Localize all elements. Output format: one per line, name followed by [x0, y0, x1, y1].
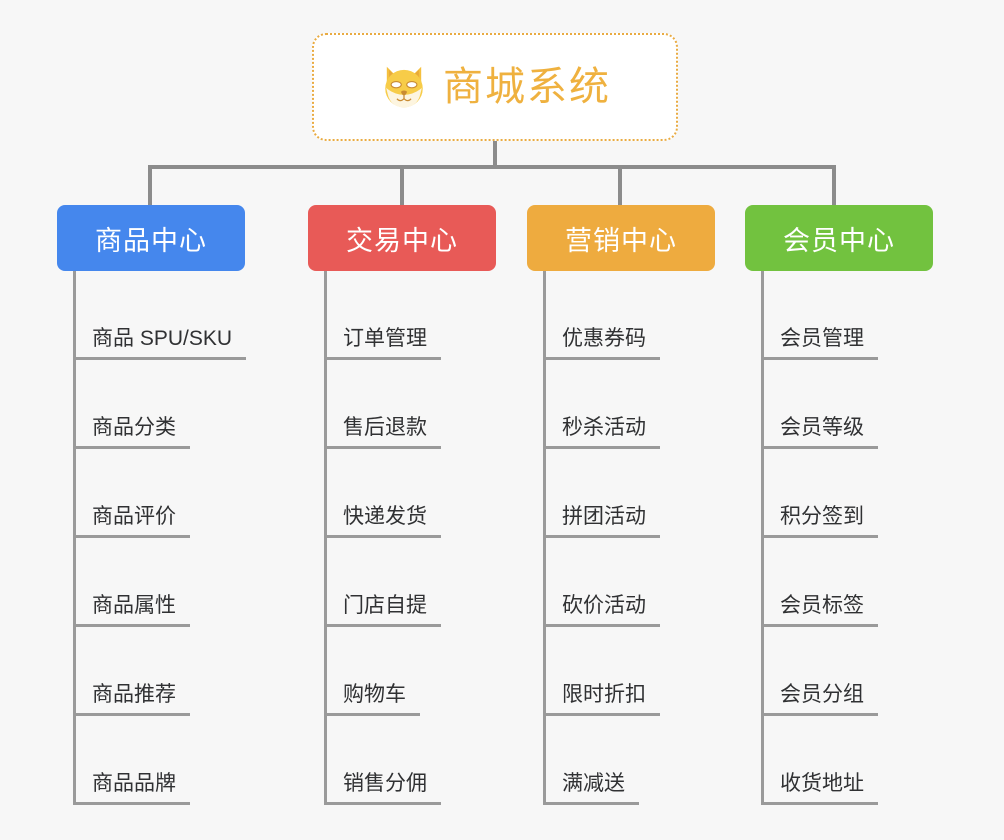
- leaf-item[interactable]: 商品品牌: [76, 716, 245, 805]
- leaf-label: 商品推荐: [76, 683, 190, 716]
- leaf-item[interactable]: 门店自提: [327, 538, 496, 627]
- connector-root-stem: [493, 141, 497, 168]
- leaf-label: 限时折扣: [546, 683, 660, 716]
- root-node[interactable]: 商城系统: [312, 33, 678, 141]
- leaf-label: 订单管理: [327, 327, 441, 360]
- branch-column-2: 交易中心 订单管理 售后退款 快递发货 门店自提 购物车 销售分佣: [308, 205, 496, 805]
- leaf-item[interactable]: 商品 SPU/SKU: [76, 271, 247, 360]
- leaf-item[interactable]: 收货地址: [764, 716, 933, 805]
- leaf-label: 售后退款: [327, 416, 441, 449]
- leaf-label: 会员等级: [764, 416, 878, 449]
- leaf-label: 秒杀活动: [546, 416, 660, 449]
- branch-column-4: 会员中心 会员管理 会员等级 积分签到 会员标签 会员分组 收货地址: [745, 205, 933, 805]
- leaf-item[interactable]: 商品分类: [76, 360, 245, 449]
- branch-header-label-2: 交易中心: [346, 225, 458, 256]
- leaf-label: 拼团活动: [546, 505, 660, 538]
- leaf-item[interactable]: 销售分佣: [327, 716, 496, 805]
- shiba-inu-dog-face-icon: [385, 66, 423, 109]
- connector-drop-3: [618, 165, 622, 205]
- leaf-list-1: 商品 SPU/SKU 商品分类 商品评价 商品属性 商品推荐 商品品牌: [73, 271, 247, 805]
- leaf-item[interactable]: 售后退款: [327, 360, 496, 449]
- leaf-label: 会员管理: [764, 327, 878, 360]
- leaf-label: 会员标签: [764, 594, 878, 627]
- leaf-label: 商品分类: [76, 416, 190, 449]
- leaf-label: 商品 SPU/SKU: [76, 327, 247, 360]
- leaf-item[interactable]: 会员管理: [764, 271, 933, 360]
- leaf-item[interactable]: 快递发货: [327, 449, 496, 538]
- leaf-list-3: 优惠券码 秒杀活动 拼团活动 砍价活动 限时折扣 满减送: [543, 271, 715, 805]
- leaf-item[interactable]: 会员分组: [764, 627, 933, 716]
- leaf-list-2: 订单管理 售后退款 快递发货 门店自提 购物车 销售分佣: [324, 271, 496, 805]
- leaf-label: 门店自提: [327, 594, 441, 627]
- connector-drop-4: [832, 165, 836, 205]
- branch-header-label-1: 商品中心: [95, 225, 207, 256]
- leaf-label: 商品属性: [76, 594, 190, 627]
- branch-header-2[interactable]: 交易中心: [308, 205, 496, 271]
- branch-header-3[interactable]: 营销中心: [527, 205, 715, 271]
- leaf-item[interactable]: 商品属性: [76, 538, 245, 627]
- leaf-label: 销售分佣: [327, 772, 441, 805]
- branch-header-1[interactable]: 商品中心: [57, 205, 245, 271]
- leaf-label: 积分签到: [764, 505, 878, 538]
- branch-header-label-4: 会员中心: [783, 225, 895, 256]
- root-title: 商城系统: [443, 65, 611, 109]
- connector-drop-2: [400, 165, 404, 205]
- leaf-item[interactable]: 砍价活动: [546, 538, 715, 627]
- leaf-item[interactable]: 会员标签: [764, 538, 933, 627]
- branch-column-1: 商品中心 商品 SPU/SKU 商品分类 商品评价 商品属性 商品推荐 商品品牌: [57, 205, 247, 805]
- connector-drop-1: [148, 165, 152, 205]
- branch-column-3: 营销中心 优惠券码 秒杀活动 拼团活动 砍价活动 限时折扣 满减送: [527, 205, 715, 805]
- leaf-item[interactable]: 会员等级: [764, 360, 933, 449]
- leaf-label: 商品评价: [76, 505, 190, 538]
- leaf-item[interactable]: 限时折扣: [546, 627, 715, 716]
- leaf-label: 快递发货: [327, 505, 441, 538]
- leaf-label: 购物车: [327, 683, 420, 716]
- leaf-label: 会员分组: [764, 683, 878, 716]
- leaf-label: 优惠券码: [546, 327, 660, 360]
- branch-header-label-3: 营销中心: [565, 225, 677, 256]
- leaf-item[interactable]: 满减送: [546, 716, 715, 805]
- leaf-item[interactable]: 拼团活动: [546, 449, 715, 538]
- leaf-label: 满减送: [546, 772, 639, 805]
- leaf-label: 收货地址: [764, 772, 878, 805]
- leaf-item[interactable]: 购物车: [327, 627, 496, 716]
- connector-horizontal-bus: [148, 165, 836, 169]
- leaf-item[interactable]: 商品评价: [76, 449, 245, 538]
- leaf-item[interactable]: 积分签到: [764, 449, 933, 538]
- leaf-item[interactable]: 商品推荐: [76, 627, 245, 716]
- leaf-item[interactable]: 秒杀活动: [546, 360, 715, 449]
- leaf-item[interactable]: 订单管理: [327, 271, 496, 360]
- leaf-label: 砍价活动: [546, 594, 660, 627]
- leaf-item[interactable]: 优惠券码: [546, 271, 715, 360]
- branch-header-4[interactable]: 会员中心: [745, 205, 933, 271]
- leaf-label: 商品品牌: [76, 772, 190, 805]
- leaf-list-4: 会员管理 会员等级 积分签到 会员标签 会员分组 收货地址: [761, 271, 933, 805]
